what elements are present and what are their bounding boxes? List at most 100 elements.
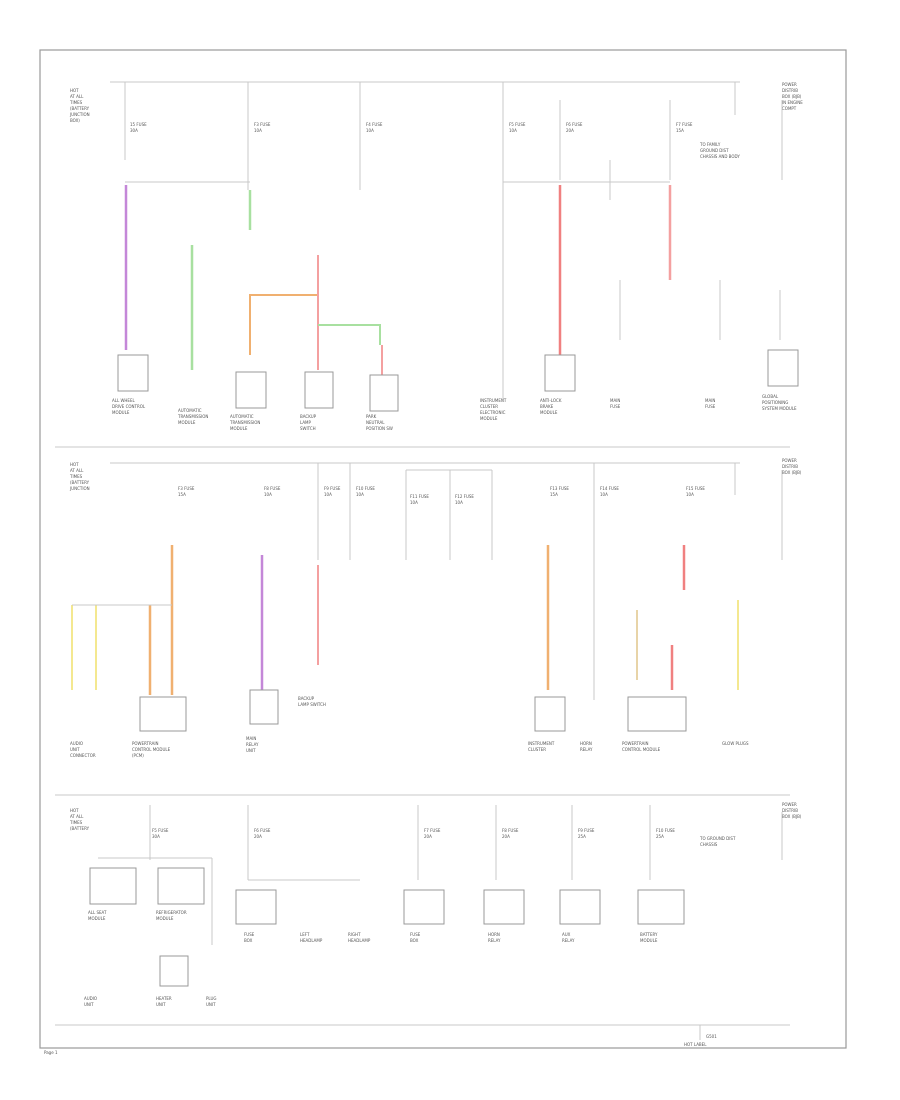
svg-text:AUDIO: AUDIO [84, 996, 97, 1001]
svg-text:HEATER: HEATER [156, 996, 172, 1001]
svg-text:HEADLAMP: HEADLAMP [348, 938, 371, 943]
svg-text:25A: 25A [656, 834, 664, 839]
svg-text:MAIN: MAIN [705, 398, 715, 403]
svg-text:POWER: POWER [782, 802, 797, 807]
svg-text:MODULE: MODULE [480, 416, 498, 421]
svg-text:TO FAMILY: TO FAMILY [699, 142, 721, 147]
svg-text:MODULE: MODULE [178, 420, 196, 425]
svg-text:F12 FUSE: F12 FUSE [455, 494, 474, 499]
svg-text:AUTOMATIC: AUTOMATIC [178, 408, 202, 413]
svg-text:AT ALL: AT ALL [70, 94, 84, 99]
svg-text:CHASSIS AND BODY: CHASSIS AND BODY [700, 154, 740, 159]
svg-text:ANTI-LOCK: ANTI-LOCK [540, 398, 562, 403]
svg-text:(PCM): (PCM) [132, 753, 144, 758]
svg-text:TRANSMISSION: TRANSMISSION [177, 414, 208, 419]
svg-text:CHASSIS: CHASSIS [700, 842, 718, 847]
svg-text:COMPT: COMPT [782, 106, 797, 111]
svg-text:30A: 30A [130, 128, 138, 133]
svg-text:RIGHT: RIGHT [348, 932, 361, 937]
svg-text:AUTOMATIC: AUTOMATIC [230, 414, 254, 419]
svg-text:HORN: HORN [488, 932, 500, 937]
svg-text:DISTRIB: DISTRIB [782, 808, 798, 813]
svg-text:15A: 15A [550, 492, 558, 497]
svg-text:HOT: HOT [70, 808, 79, 813]
svg-text:BOX): BOX) [70, 118, 80, 123]
footer-ground-label: HOT LABEL [684, 1042, 707, 1047]
svg-text:UNIT: UNIT [206, 1002, 216, 1007]
svg-text:JUNCTION: JUNCTION [69, 486, 90, 491]
svg-text:AUDIO: AUDIO [70, 741, 83, 746]
svg-text:ALL WHEEL: ALL WHEEL [112, 398, 135, 403]
svg-text:UNIT: UNIT [70, 747, 80, 752]
svg-text:IN ENGINE: IN ENGINE [782, 100, 803, 105]
svg-text:POWER: POWER [782, 458, 797, 463]
svg-text:AT ALL: AT ALL [70, 814, 84, 819]
svg-text:DRIVE CONTROL: DRIVE CONTROL [112, 404, 146, 409]
svg-text:DISTRIB: DISTRIB [782, 88, 798, 93]
svg-text:10A: 10A [600, 492, 608, 497]
diagram-border [39, 49, 847, 1049]
svg-text:UNIT: UNIT [84, 1002, 94, 1007]
svg-text:JUNCTION: JUNCTION [69, 112, 90, 117]
svg-text:TIMES: TIMES [69, 820, 83, 825]
svg-text:10A: 10A [356, 492, 364, 497]
svg-text:20A: 20A [566, 128, 574, 133]
svg-text:RELAY: RELAY [562, 938, 575, 943]
svg-text:MODULE: MODULE [540, 410, 558, 415]
orange-wire-1 [249, 294, 318, 355]
svg-text:CONTROL MODULE: CONTROL MODULE [132, 747, 171, 752]
svg-text:UNIT: UNIT [156, 1002, 166, 1007]
svg-text:LEFT: LEFT [300, 932, 310, 937]
svg-text:UNIT: UNIT [246, 748, 256, 753]
svg-text:POWERTRAIN: POWERTRAIN [132, 741, 159, 746]
svg-text:SWITCH: SWITCH [300, 426, 316, 431]
svg-text:F13 FUSE: F13 FUSE [550, 486, 569, 491]
svg-text:FUSE: FUSE [410, 932, 421, 937]
svg-text:RELAY: RELAY [246, 742, 259, 747]
svg-text:POSITION SW: POSITION SW [366, 426, 393, 431]
svg-text:F15 FUSE: F15 FUSE [686, 486, 705, 491]
svg-text:TIMES: TIMES [69, 100, 83, 105]
svg-text:15A: 15A [676, 128, 684, 133]
svg-text:MAIN: MAIN [610, 398, 620, 403]
svg-text:MODULE: MODULE [156, 916, 174, 921]
svg-text:ALL SEAT: ALL SEAT [88, 910, 107, 915]
svg-text:FUSE: FUSE [610, 404, 621, 409]
svg-text:F10 FUSE: F10 FUSE [656, 828, 675, 833]
svg-text:INSTRUMENT: INSTRUMENT [480, 398, 507, 403]
svg-text:(BATTERY: (BATTERY [70, 480, 90, 485]
svg-text:F8 FUSE: F8 FUSE [264, 486, 281, 491]
svg-text:F4 FUSE: F4 FUSE [366, 122, 383, 127]
svg-text:BOX: BOX [244, 938, 253, 943]
footer-ground: G501 [706, 1034, 717, 1039]
svg-text:F6 FUSE: F6 FUSE [566, 122, 583, 127]
svg-text:LAMP SWITCH: LAMP SWITCH [298, 702, 326, 707]
svg-text:MAIN: MAIN [246, 736, 256, 741]
svg-text:20A: 20A [254, 834, 262, 839]
svg-text:BACKUP: BACKUP [300, 414, 317, 419]
svg-text:(BATTERY: (BATTERY [70, 106, 90, 111]
svg-text:MODULE: MODULE [88, 916, 106, 921]
svg-text:F11 FUSE: F11 FUSE [410, 494, 429, 499]
svg-text:25A: 25A [578, 834, 586, 839]
svg-text:15A: 15A [178, 492, 186, 497]
svg-text:GLOW PLUGS: GLOW PLUGS [722, 741, 749, 746]
svg-text:CONNECTOR: CONNECTOR [70, 753, 96, 758]
svg-text:F14 FUSE: F14 FUSE [600, 486, 619, 491]
svg-text:20A: 20A [424, 834, 432, 839]
svg-text:F8 FUSE: F8 FUSE [502, 828, 519, 833]
svg-text:GLOBAL: GLOBAL [762, 394, 779, 399]
svg-text:F6 FUSE: F6 FUSE [254, 828, 271, 833]
svg-text:F9 FUSE: F9 FUSE [324, 486, 341, 491]
svg-text:F3 FUSE: F3 FUSE [254, 122, 271, 127]
svg-text:10A: 10A [410, 500, 418, 505]
svg-text:POWER: POWER [782, 82, 797, 87]
svg-text:FUSE: FUSE [705, 404, 716, 409]
svg-text:MODULE: MODULE [640, 938, 658, 943]
svg-text:F3 FUSE: F3 FUSE [178, 486, 195, 491]
svg-text:BRAKE: BRAKE [540, 404, 554, 409]
green-wire-3 [318, 324, 381, 345]
svg-text:PLUG: PLUG [206, 996, 216, 1001]
